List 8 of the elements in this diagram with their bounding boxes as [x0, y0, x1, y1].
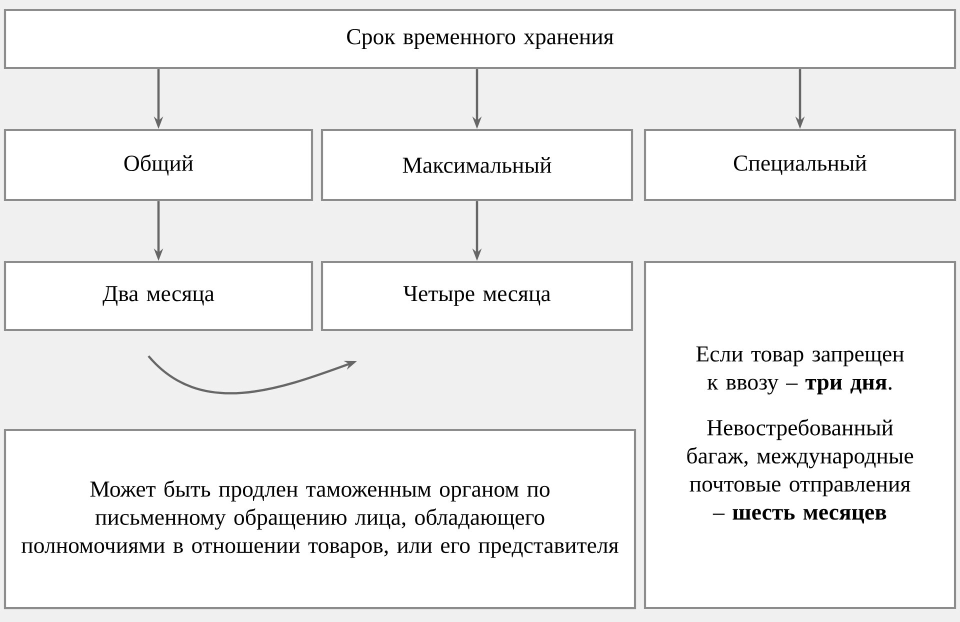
text-box: Может быть продлен таможенным органом по письменному обращению лица, обладающего полномочиями в отношении товаров, или его представителя — [4, 428, 636, 610]
text-box: Если товар запрещен к ввозу – три дня. Невостребованный багаж, международные почтовые отправления – шесть месяцев — [644, 260, 956, 610]
category-box: Максимальный — [320, 128, 634, 202]
category-box: Специальный — [644, 128, 956, 202]
category-box: Общий — [4, 128, 314, 202]
category-box: Четыре месяца — [320, 260, 634, 332]
heading-box: Срок временного хранения — [4, 8, 956, 70]
category-box: Два месяца — [4, 260, 314, 332]
